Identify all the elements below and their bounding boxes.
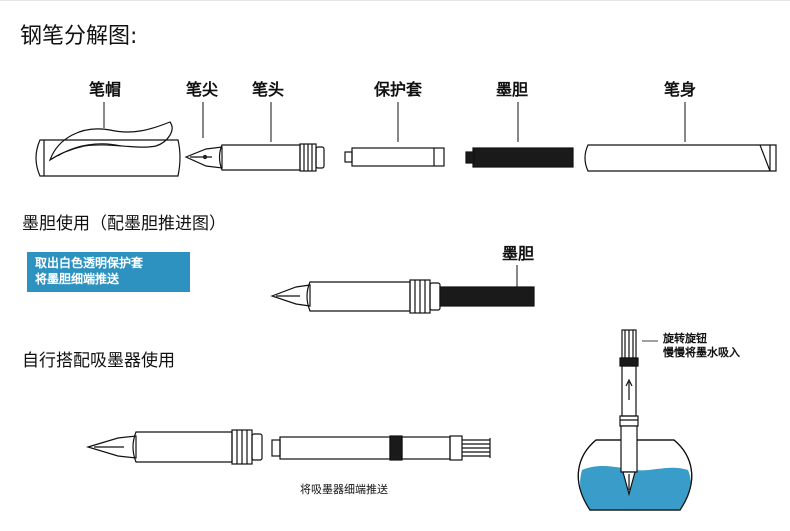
converter-caption: 将吸墨器细端推送 xyxy=(300,483,388,496)
label-cap: 笔帽 xyxy=(89,80,122,99)
pen-front-with-grip xyxy=(85,429,263,465)
instruction-banner: 取出白色透明保护套 将墨胆细端推送 xyxy=(27,252,190,292)
label-nib: 笔尖 xyxy=(186,80,219,99)
sleeve-part xyxy=(344,147,445,167)
leader-lines xyxy=(103,102,686,142)
cap-part xyxy=(35,121,181,177)
converter-part xyxy=(271,435,491,461)
page-title: 钢笔分解图: xyxy=(20,24,138,49)
fill-instruction-line-1: 旋转旋钮 xyxy=(663,332,707,345)
fill-instruction-line-2: 慢慢将墨水吸入 xyxy=(663,346,740,359)
top-divider xyxy=(0,0,790,1)
label-grip: 笔头 xyxy=(252,80,285,99)
grip-part xyxy=(218,143,325,172)
upright-pen-with-converter xyxy=(619,329,658,497)
section-cartridge-heading: 墨胆使用（配墨胆推进图） xyxy=(22,214,226,234)
pen-with-cartridge xyxy=(270,279,535,314)
nib-part xyxy=(184,146,223,169)
section-converter-heading: 自行搭配吸墨器使用 xyxy=(22,351,175,371)
cartridge-part xyxy=(465,147,574,168)
banner-line-1: 取出白色透明保护套 xyxy=(35,256,144,270)
ink-bottle xyxy=(577,439,693,511)
label-cartridge: 墨胆 xyxy=(496,80,529,99)
label-barrel: 笔身 xyxy=(664,80,697,99)
banner-line-2: 将墨胆细端推送 xyxy=(35,272,120,286)
cartridge-callout-label: 墨胆 xyxy=(502,244,535,263)
label-sleeve: 保护套 xyxy=(374,80,423,99)
barrel-part xyxy=(584,144,777,172)
